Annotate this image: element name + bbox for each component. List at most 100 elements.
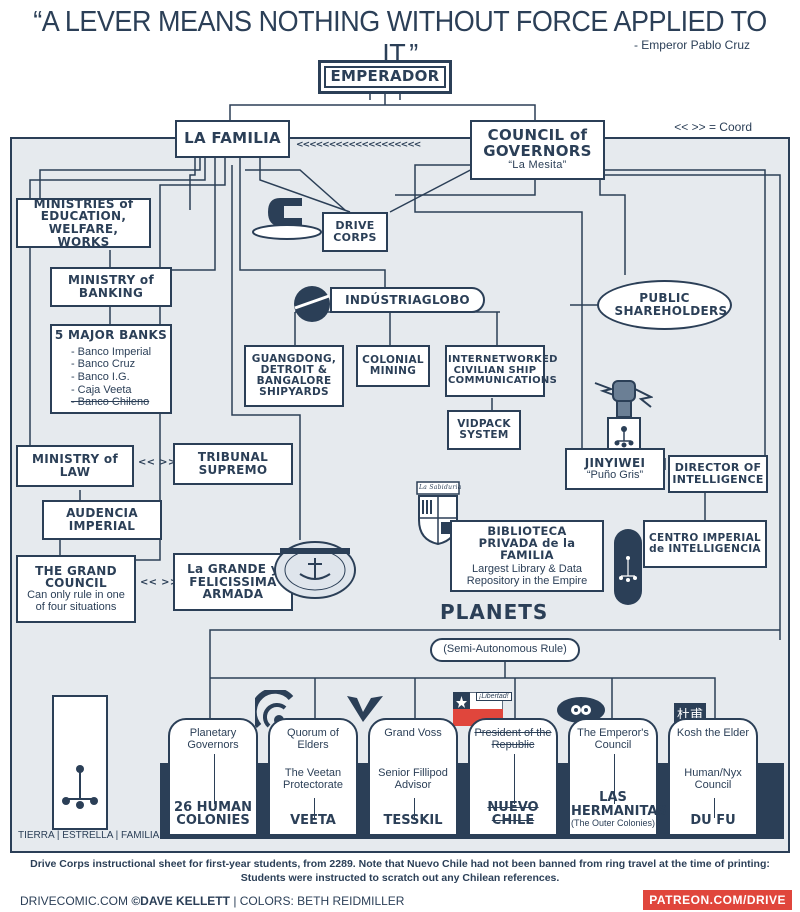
centro-intelligencia-node: CENTRO IMPERIAL de INTELLIGENCIA [643, 520, 767, 568]
caption-line-2: Students were instructed to scratch out … [240, 872, 560, 885]
planet-card-ruler: Kosh the Elder [676, 727, 750, 739]
credit-colors: | COLORS: BETH REIDMILLER [233, 894, 405, 908]
ministry-banking-node: MINISTRY of BANKING [50, 267, 172, 307]
shipyards-label: GUANGDONG, DETROIT & BANGALORE SHIPYARDS [251, 352, 337, 399]
planet-name-text: DU FU [690, 813, 736, 829]
drive-corps-node: DRIVE CORPS [322, 212, 388, 252]
emperador-label: EMPERADOR [330, 67, 440, 86]
planet-card: Planetary Governors 26 HUMAN COLONIES [168, 718, 258, 836]
credit-author: ©DAVE KELLETT [131, 894, 230, 908]
planet-name-text: 26 HUMAN COLONIES [174, 799, 252, 829]
jinyiwei-title: JINYIWEI [584, 455, 646, 470]
planet-name-text: TESSKIL [383, 813, 443, 829]
tierra-estrella-familia-symbol [52, 695, 108, 830]
coord-arrows-law-tribunal: << >> [138, 457, 177, 468]
ministry-banking-label: MINISTRY of BANKING [68, 273, 154, 300]
biblioteca-title: BIBLIOTECA PRIVADA de la FAMILIA [478, 523, 576, 562]
credit-site: DRIVECOMIC.COM [20, 894, 128, 908]
la-familia-label: LA FAMILIA [184, 129, 281, 148]
planet-card-ruler: Grand Voss [384, 727, 442, 739]
industriaglobo-logo-icon [294, 286, 330, 322]
caption: Drive Corps instructional sheet for firs… [0, 857, 800, 885]
planet-card-name: DU FU [670, 814, 756, 828]
jinyiwei-subtitle: “Puño Gris” [586, 468, 644, 481]
planets-title: PLANETS [440, 600, 549, 624]
bank-item: - Caja Veeta [70, 383, 132, 396]
tierra-estrella-familia-icon [62, 765, 98, 809]
patreon-link[interactable]: PATREON.COM/DRIVE [643, 890, 792, 910]
header-quote: “A LEVER MEANS NOTHING WITHOUT FORCE APP… [33, 6, 767, 71]
armada-label: La GRANDE y FELICISSIMA ARMADA [187, 562, 279, 602]
armada-seal-icon [274, 541, 356, 599]
planet-card-connector [714, 798, 715, 818]
vidpack-label: VIDPACK SYSTEM [457, 417, 511, 441]
bank-item: - Banco Imperial [70, 345, 152, 358]
bank-item: - Banco Cruz [70, 358, 136, 371]
planet-card-name: NUEVO CHILE [470, 799, 556, 829]
emperador-node: EMPERADOR [318, 60, 452, 94]
coord-arrows-familia-council: <<<<<<<<<<<<<<<<<<< [296, 140, 421, 150]
vidpack-node: VIDPACK SYSTEM [447, 410, 521, 450]
hermanitas-emblem-icon [557, 697, 605, 723]
colonial-mining-node: COLONIAL MINING [356, 345, 430, 387]
planet-name-text: VEETA [290, 813, 336, 829]
ministry-law-node: MINISTRY of LAW [16, 445, 134, 487]
industriaglobo-node: INDÚSTRIAGLOBO [330, 287, 485, 313]
planet-card-name: 26 HUMAN COLONIES [170, 799, 256, 829]
ministries-node: MINISTRIES of EDUCATION, WELFARE, WORKS [16, 196, 151, 249]
planet-name-text: LAS HERMANITAS [571, 790, 667, 819]
planet-card-body: Senior Fillipod Advisor [378, 767, 448, 791]
colonial-mining-label: COLONIAL MINING [362, 353, 424, 377]
armada-node: La GRANDE y FELICISSIMA ARMADA [173, 553, 293, 611]
planet-card-name: LAS HERMANITAS(The Outer Colonies) [570, 790, 667, 828]
libertad-badge: ¡Libertad! [476, 692, 512, 701]
drive-corps-label: DRIVE CORPS [333, 219, 377, 244]
planet-card-body: Human/Nyx Council [684, 767, 742, 791]
planet-card-connector [214, 754, 215, 804]
council-title: COUNCIL of GOVERNORS [483, 126, 592, 161]
tesskil-emblem-icon [347, 696, 383, 722]
grand-council-subtitle: Can only rule in one of four situations [27, 589, 125, 613]
planet-name-subtitle: (The Outer Colonies) [570, 817, 656, 828]
shipyards-node: GUANGDONG, DETROIT & BANGALORE SHIPYARDS [244, 345, 344, 407]
council-of-governors-node: COUNCIL of GOVERNORS “La Mesita” [470, 120, 605, 180]
internetworked-node: INTERNETWORKED CIVILIAN SHIP COMMUNICATI… [445, 345, 558, 397]
semi-autonomous-rule-node: (Semi-Autonomous Rule) [430, 638, 580, 662]
major-banks-title: 5 MAJOR BANKS [54, 328, 168, 343]
tribunal-supremo-node: TRIBUNAL SUPREMO [173, 443, 293, 485]
planet-card-connector [614, 754, 615, 804]
sabiduria-badge: La Sabiduria [419, 484, 462, 491]
major-banks-node: 5 MAJOR BANKS - Banco Imperial - Banco C… [50, 324, 172, 414]
public-shareholders-node: PUBLIC SHAREHOLDERS [597, 280, 732, 330]
planet-card-ruler: Planetary Governors [187, 727, 239, 751]
planet-card-name: TESSKIL [370, 814, 456, 828]
la-familia-node: LA FAMILIA [175, 120, 290, 158]
planet-card-name: VEETA [270, 814, 356, 828]
planet-card-connector [514, 754, 515, 804]
planet-name-text: NUEVO CHILE [487, 799, 539, 829]
planet-card-body: The Veetan Protectorate [283, 767, 343, 791]
biblioteca-node: BIBLIOTECA PRIVADA de la FAMILIA Largest… [450, 520, 604, 592]
planet-card-ruler: President of the Republic [474, 727, 552, 751]
sabiduria-crest-icon [416, 481, 460, 546]
public-shareholders-label: PUBLIC SHAREHOLDERS [614, 291, 728, 318]
tribunal-label: TRIBUNAL SUPREMO [197, 450, 269, 477]
caption-line-1: Drive Corps instructional sheet for firs… [30, 858, 770, 870]
internetworked-label: INTERNETWORKED CIVILIAN SHIP COMMUNICATI… [448, 354, 558, 387]
planet-card-ruler: The Emperor's Council [577, 727, 649, 751]
ministries-label: MINISTRIES of EDUCATION, WELFARE, WORKS [33, 196, 134, 249]
director-intelligence-node: DIRECTOR OF INTELLIGENCE [668, 455, 768, 493]
planet-card-connector [314, 798, 315, 818]
audencia-label: AUDENCIA IMPERIAL [66, 506, 138, 533]
semi-autonomous-label: (Semi-Autonomous Rule) [443, 643, 567, 656]
grand-council-title: THE GRAND COUNCIL [35, 563, 117, 591]
ministry-law-label: MINISTRY of LAW [32, 452, 118, 479]
credit-line: DRIVECOMIC.COM ©DAVE KELLETT | COLORS: B… [20, 894, 404, 908]
planet-card-ruler: Quorum of Elders [287, 727, 339, 751]
planet-card-connector [414, 798, 415, 818]
bank-item: - Banco I.G. [70, 370, 130, 383]
symbol-label: TIERRA | ESTRELLA | FAMILIA [18, 830, 160, 841]
